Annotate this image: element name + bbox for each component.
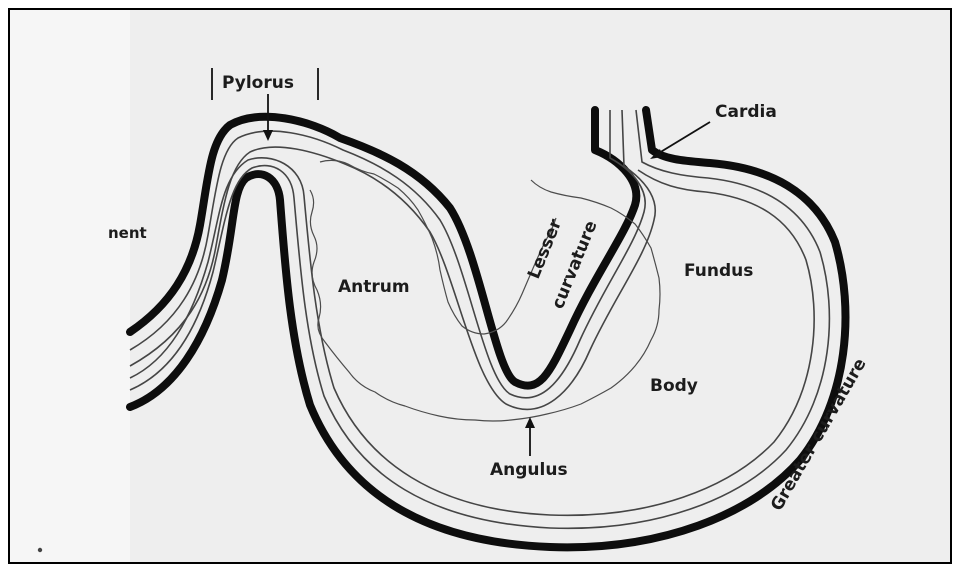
speck-mark xyxy=(38,548,42,552)
fundus-label: Fundus xyxy=(684,261,753,281)
pylorus-label: Pylorus xyxy=(222,73,294,93)
stomach-diagram: Pylorus Cardia Antrum Fundus Body Angulu… xyxy=(10,10,950,562)
body-label: Body xyxy=(650,376,698,396)
cardia-label: Cardia xyxy=(715,102,777,122)
partial-left-label: nent xyxy=(108,224,147,242)
paper-margin xyxy=(10,10,130,562)
diagram-frame: Pylorus Cardia Antrum Fundus Body Angulu… xyxy=(8,8,952,564)
angulus-label: Angulus xyxy=(490,460,568,480)
antrum-label: Antrum xyxy=(338,277,410,297)
